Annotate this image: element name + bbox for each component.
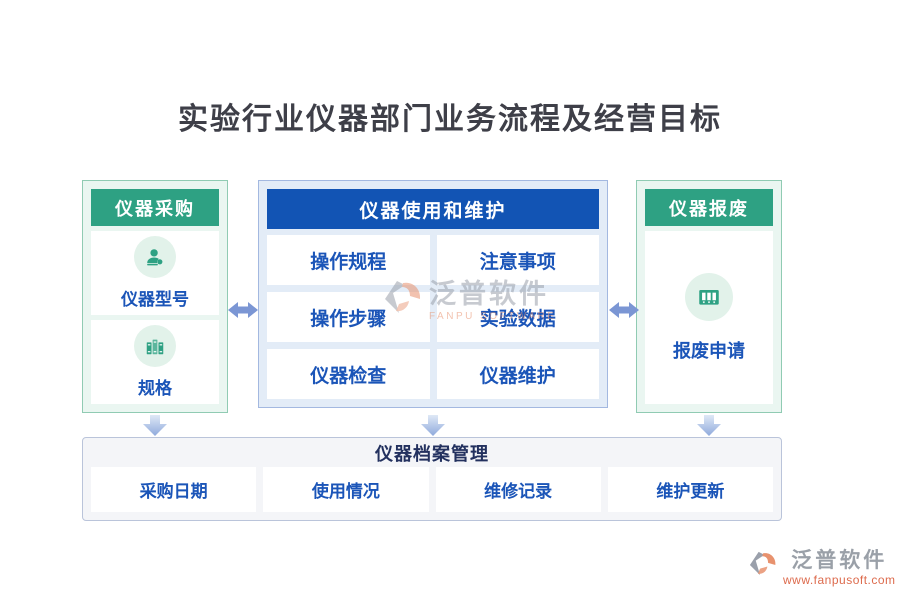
card-purchase-date: 采购日期 (91, 467, 257, 512)
usage-cards-grid: 操作规程 注意事项 操作步骤 实验数据 仪器检查 仪器维护 (267, 235, 599, 399)
card-scrap-application: 报废申请 (645, 231, 773, 404)
card-label: 规格 (138, 379, 172, 398)
panel-instrument-purchase: 仪器采购 仪器型号 (82, 180, 228, 413)
card-label: 报废申请 (673, 340, 745, 361)
card-maintenance-updates: 维护更新 (607, 467, 773, 512)
card-precautions: 注意事项 (436, 235, 599, 285)
panel-usage-header: 仪器使用和维护 (267, 189, 599, 229)
footer-logo: 泛普软件 www.fanpusoft.com (748, 549, 896, 587)
card-operation-steps: 操作步骤 (267, 292, 430, 342)
footer-brand: 泛普软件 (791, 549, 888, 572)
card-operation-rules: 操作规程 (267, 235, 430, 285)
card-instrument-check: 仪器检查 (267, 349, 430, 399)
double-arrow-icon (609, 299, 639, 321)
books-icon (134, 325, 176, 367)
card-experiment-data: 实验数据 (436, 292, 599, 342)
panel-archive-header: 仪器档案管理 (375, 443, 489, 464)
card-usage-status: 使用情况 (263, 467, 429, 512)
panel-scrap-header: 仪器报废 (645, 189, 773, 226)
fanpu-logo-icon (748, 549, 778, 586)
archive-cards-grid: 采购日期 使用情况 维修记录 维护更新 (91, 467, 773, 512)
panel-archive-management: 仪器档案管理 采购日期 使用情况 维修记录 维护更新 (82, 437, 782, 521)
panel-usage-maintenance: 仪器使用和维护 操作规程 注意事项 操作步骤 实验数据 仪器检查 仪器维护 (258, 180, 608, 408)
card-label: 仪器型号 (121, 290, 189, 309)
double-arrow-icon (228, 299, 258, 321)
panel-instrument-scrap: 仪器报废 报废申请 (636, 180, 782, 413)
card-instrument-maintenance: 仪器维护 (436, 349, 599, 399)
panel-purchase-header: 仪器采购 (91, 189, 219, 226)
down-arrow-icon (141, 415, 169, 436)
card-instrument-model: 仪器型号 (91, 231, 219, 315)
footer-website: www.fanpusoft.com (783, 573, 896, 588)
card-specification: 规格 (91, 320, 219, 404)
page-title: 实验行业仪器部门业务流程及经营目标 (178, 103, 722, 136)
archive-binders-icon (685, 272, 733, 321)
down-arrow-icon (419, 415, 447, 436)
user-icon (134, 236, 176, 278)
down-arrow-icon (695, 415, 723, 436)
card-repair-records: 维修记录 (435, 467, 601, 512)
